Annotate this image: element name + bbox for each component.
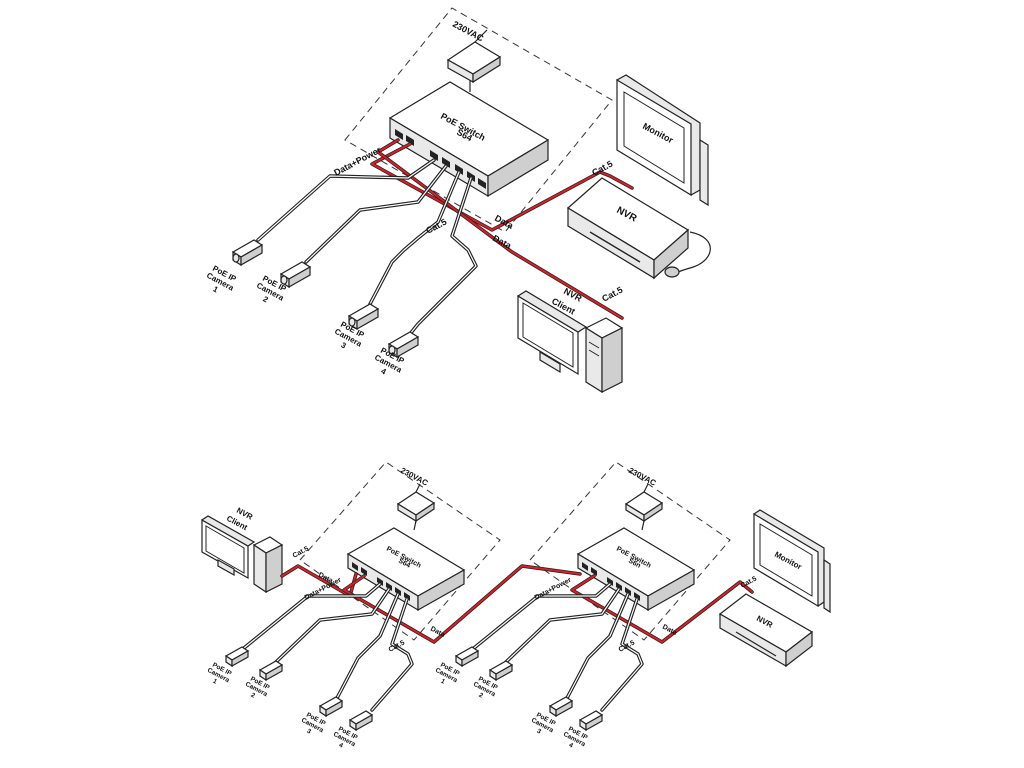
poe-switch-icon [576,527,696,612]
power-adapter-icon [446,29,502,84]
ip-camera-icon [454,646,480,668]
ip-camera-icon [387,331,420,359]
ip-camera-icon [231,239,264,267]
svg-text:3: 3 [306,728,313,736]
svg-text:1: 1 [212,678,219,686]
ip-camera-icon [488,660,514,682]
power-label: 230VAC [399,466,430,488]
camera-3-label: PoE IP Camera 3 [530,712,557,736]
ip-camera-icon [258,660,284,682]
power-cable [641,520,645,531]
poe-switch-icon [346,527,466,612]
nvr-icon [566,177,690,280]
svg-text:1: 1 [211,284,220,294]
camera-3-label: PoE IP Camera 3 [300,712,327,736]
top-diagram: 230VAC PoE Switch S64 [205,7,711,394]
power-adapter-icon [624,483,664,523]
poe-switch-icon [388,81,550,198]
power-zone-outline [344,7,613,233]
svg-text:2: 2 [478,692,485,700]
data-power-label: Data+Power [534,577,573,602]
monitor-icon [616,74,709,207]
camera-1-label: PoE IP Camera 1 [205,264,238,295]
ip-camera-icon [279,261,312,289]
power-label: 230VAC [451,19,486,44]
ip-camera-icon [318,696,344,718]
switch-ports [395,129,486,189]
data-cables [570,574,754,644]
data-cables [370,138,634,320]
cat5-label-client: Cat.5 [292,545,310,559]
power-zone-outline [529,461,731,641]
monitor-icon [753,509,831,614]
poe-cables [256,158,478,336]
svg-text:4: 4 [338,742,345,750]
power-cable [413,520,417,531]
mouse-icon [664,266,680,278]
ip-camera-icon [347,303,380,331]
data-cables [280,564,582,644]
svg-text:4: 4 [568,742,575,750]
cat5-label-client: Cat.5 [600,285,624,304]
svg-text:2: 2 [261,294,270,304]
ip-camera-icon [578,710,604,732]
camera-1-label: PoE IP Camera 1 [206,662,233,686]
pc-client-icon [200,515,284,594]
svg-text:4: 4 [379,366,388,376]
svg-text:3: 3 [536,728,543,736]
bottom-right-diagram: 230VAC PoE Switch S6n Monitor [434,461,831,750]
nvr-icon [718,593,814,668]
svg-text:2: 2 [250,692,257,700]
svg-text:1: 1 [440,678,447,686]
ip-camera-icon [548,696,574,718]
power-adapter-icon [396,483,436,523]
svg-text:3: 3 [339,340,348,350]
power-label: 230VAC [627,466,658,488]
poe-cables [472,582,644,712]
cat5-label-cams: Cat.5 [424,217,448,236]
pc-client-icon [516,290,624,394]
poe-cables [242,582,414,712]
camera-1-label: PoE IP Camera 1 [434,662,461,686]
ip-camera-icon [224,646,250,668]
power-zone-outline [299,461,501,641]
ip-camera-icon [348,710,374,732]
data-label-2: Data [491,233,514,251]
